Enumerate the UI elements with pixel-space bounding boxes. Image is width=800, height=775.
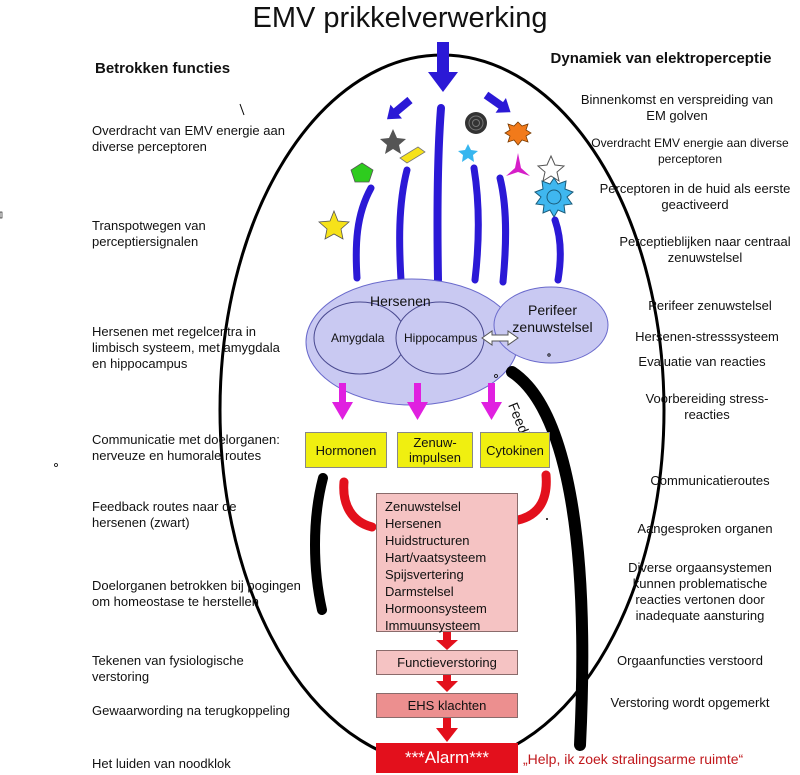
right-item-stress-system: Hersenen-stresssysteem <box>635 329 779 344</box>
hippocampus-label: Hippocampus <box>404 331 478 345</box>
right-item-arrival: Binnenkomst en verspreiding van EM golve… <box>580 92 774 123</box>
alarm-box: ***Alarm*** <box>376 743 518 773</box>
right-item-problems: Diverse orgaansystemen kunnen problemati… <box>628 560 772 623</box>
yellow-star-icon <box>318 209 350 240</box>
cytokines-box: Cytokinen <box>480 432 550 468</box>
left-item-perception: Gewaarwording na terugkoppeling <box>92 703 291 718</box>
nerve-impulses-box: Zenuw-impulsen <box>397 432 473 468</box>
left-diagonal-arrow <box>387 96 413 120</box>
light-blue-star-icon <box>458 144 478 162</box>
right-item-skin: Perceptoren in de huid als eerste geacti… <box>599 181 791 212</box>
organs-box: Zenuwstelsel Hersenen Huidstructuren Har… <box>376 493 518 633</box>
peripheral-label: Perifeer zenuwstelsel <box>512 302 593 335</box>
organ-item: Hersenen <box>385 516 442 531</box>
organ-item: Zenuwstelsel <box>385 499 461 514</box>
brain-label: Hersenen <box>370 293 431 309</box>
left-item-physiological: Tekenen van fysiologische verstoring <box>92 653 244 684</box>
white-star-icon <box>536 154 566 183</box>
right-item-noticed: Verstoring wordt opgemerkt <box>610 695 770 710</box>
left-item-target-organs: Doelorganen betrokken bij pogingen om ho… <box>92 578 301 609</box>
organ-item: Huidstructuren <box>385 533 470 548</box>
feedback-curve-right <box>506 366 589 751</box>
right-item-organs: Aangesproken organen <box>637 521 773 536</box>
left-item-feedback: Feedback routes naar de hersenen (zwart) <box>92 499 237 530</box>
green-pentagon-icon <box>350 162 374 183</box>
dark-circle-icon <box>465 112 487 134</box>
right-item-cns: Perceptieblijken naar centraal zenuwstel… <box>619 234 791 265</box>
amygdala-label: Amygdala <box>331 331 385 345</box>
right-item-evaluation: Evaluatie van reacties <box>638 354 766 369</box>
peripheral-shape <box>493 286 609 364</box>
right-item-transfer: Overdracht EMV energie aan diverse perce… <box>591 136 789 166</box>
dysfunction-box: Functieverstoring <box>376 650 518 675</box>
left-item-energy-transfer: Overdracht van EMV energie aan diverse p… <box>92 123 285 154</box>
left-item-alarm: Het luiden van noodklok <box>92 756 231 771</box>
gray-star-icon <box>380 129 406 154</box>
organ-item: Spijsvertering <box>385 567 464 582</box>
red-curve-right <box>513 470 551 525</box>
ehs-box: EHS klachten <box>376 693 518 718</box>
feedback-curve-left <box>310 473 328 615</box>
hormones-box: Hormonen <box>305 432 387 468</box>
yellow-diamond-icon <box>399 146 426 164</box>
orange-star-icon <box>504 121 532 146</box>
blue-sunburst-icon <box>534 177 574 219</box>
right-item-disturbed: Orgaanfuncties verstoord <box>617 653 763 668</box>
incoming-arrow <box>428 42 458 92</box>
organ-item: Hart/vaatsysteem <box>385 550 487 565</box>
magenta-tristar-icon <box>506 153 530 176</box>
organ-item: Hormoonsysteem <box>385 601 487 616</box>
magenta-arrows <box>332 383 502 420</box>
page-title: EMV prikkelverwerking <box>252 2 548 34</box>
right-item-preparation: Voorbereiding stress-reacties <box>645 391 769 422</box>
left-item-brain: Hersenen met regelcentra in limbisch sys… <box>92 324 280 371</box>
right-item-peripheral: Perifeer zenuwstelsel <box>648 298 772 313</box>
help-quote: „Help, ik zoek stralingsarme ruimte“ <box>523 751 744 767</box>
double-arrow <box>481 330 519 346</box>
red-curve-left <box>339 477 377 532</box>
transport-pathways <box>352 104 564 286</box>
organ-item: Immuunsysteem <box>385 618 481 633</box>
left-item-transport: Transpotwegen van perceptiersignalen <box>92 218 206 249</box>
left-item-communication: Communicatie met doelorganen: nerveuze e… <box>92 432 280 463</box>
right-diagonal-arrow <box>483 91 511 113</box>
right-column-header: Dynamiek van elektroperceptie <box>550 50 772 67</box>
organ-item: Darmstelsel <box>385 584 454 599</box>
red-arrows <box>436 632 458 742</box>
left-column-header: Betrokken functies <box>95 60 231 77</box>
right-item-routes: Communicatieroutes <box>650 473 770 488</box>
